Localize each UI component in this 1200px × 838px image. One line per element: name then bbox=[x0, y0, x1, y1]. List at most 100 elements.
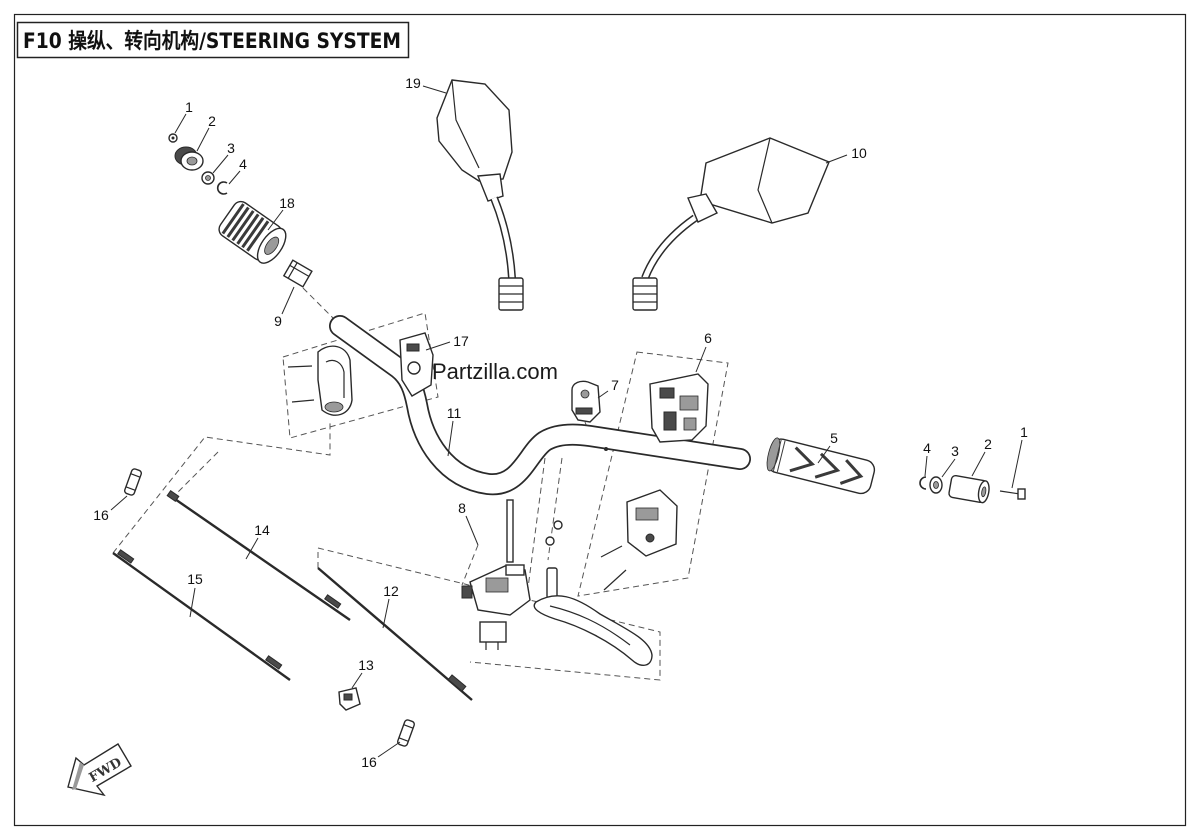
callout-2-right: 2 bbox=[984, 436, 992, 452]
part-8-lever-assembly bbox=[461, 499, 653, 666]
left-switch-screw-a bbox=[287, 365, 313, 368]
callout-3-left: 3 bbox=[227, 140, 235, 156]
part-3-left-ring bbox=[201, 171, 215, 185]
part-19-left-mirror bbox=[436, 79, 524, 311]
right-switch-upper-housing bbox=[649, 373, 709, 443]
leader-2-left bbox=[196, 127, 210, 152]
handlebar-hole bbox=[604, 447, 608, 451]
right-switch-group-outline bbox=[577, 351, 729, 597]
lever-group-outline bbox=[317, 547, 661, 681]
title-box: F10 操纵、转向机构/STEERING SYSTEM bbox=[16, 21, 410, 59]
part-16-pin-top bbox=[124, 468, 142, 496]
leader-8 bbox=[465, 515, 479, 546]
callout-14: 14 bbox=[254, 522, 270, 538]
part-7-clamp bbox=[571, 380, 601, 423]
part-15-lower-cable bbox=[112, 549, 291, 681]
callout-16-top: 16 bbox=[93, 507, 109, 523]
leader-3-left bbox=[212, 154, 229, 174]
leader-16-bottom bbox=[377, 741, 401, 758]
part-12-middle-cable bbox=[317, 567, 473, 701]
part-17-left-switch-group bbox=[287, 332, 434, 416]
leader-18 bbox=[267, 209, 284, 231]
leader-11 bbox=[447, 420, 454, 457]
cable-guide-upper bbox=[112, 420, 331, 554]
part-14-upper-cable bbox=[166, 489, 351, 621]
callout-2-left: 2 bbox=[208, 113, 216, 129]
part-2-right-bushing bbox=[948, 474, 990, 504]
leader-4-left bbox=[228, 170, 241, 185]
callout-1-right: 1 bbox=[1020, 424, 1028, 440]
leader-2-right bbox=[971, 451, 986, 477]
part-1-left-screw bbox=[168, 133, 178, 143]
callout-19: 19 bbox=[405, 75, 421, 91]
page-title: F10 操纵、转向机构/STEERING SYSTEM bbox=[23, 29, 401, 53]
callout-13: 13 bbox=[358, 657, 374, 673]
right-switch-lower-housing bbox=[626, 489, 678, 557]
callout-4-right: 4 bbox=[923, 440, 931, 456]
lever-pivot bbox=[546, 567, 558, 599]
part-16-pin-bottom bbox=[397, 719, 415, 747]
leader-1-left bbox=[174, 113, 187, 134]
leader-6 bbox=[695, 346, 707, 373]
callout-10: 10 bbox=[851, 145, 867, 161]
leader-3-right bbox=[941, 458, 956, 478]
callout-1-left: 1 bbox=[185, 99, 193, 115]
callout-5: 5 bbox=[830, 430, 838, 446]
leader-1-right bbox=[1011, 439, 1023, 489]
left-switch-screw-b bbox=[291, 399, 315, 403]
lever-guide-c bbox=[461, 544, 479, 586]
watermark: Partzilla.com bbox=[432, 359, 558, 384]
callout-17: 17 bbox=[453, 333, 469, 349]
callout-16-bottom: 16 bbox=[361, 754, 377, 770]
lever-guide-a bbox=[527, 457, 546, 589]
right-switch-screw-a bbox=[600, 545, 623, 558]
leader-15 bbox=[189, 587, 196, 618]
leader-9 bbox=[281, 286, 295, 315]
callout-6: 6 bbox=[704, 330, 712, 346]
leader-19 bbox=[422, 85, 447, 94]
leader-16-top bbox=[110, 495, 128, 511]
title-border bbox=[16, 21, 410, 59]
brake-lever bbox=[533, 595, 653, 666]
leader-7 bbox=[597, 390, 609, 399]
assembly-guide-lines bbox=[112, 287, 729, 681]
lever-bolt bbox=[506, 499, 514, 563]
callout-11: 11 bbox=[447, 405, 462, 421]
callout-4-left: 4 bbox=[239, 156, 247, 172]
callout-9: 9 bbox=[274, 313, 282, 329]
part-1-right-screw bbox=[999, 488, 1026, 500]
part-10-right-mirror bbox=[632, 137, 830, 311]
lever-switch bbox=[479, 621, 507, 643]
part-5-right-grip bbox=[766, 437, 876, 495]
leader-12 bbox=[382, 598, 390, 629]
part-2-left-bushing bbox=[174, 146, 204, 171]
callout-3-right: 3 bbox=[951, 443, 959, 459]
callout-8: 8 bbox=[458, 500, 466, 516]
callout-15: 15 bbox=[187, 571, 203, 587]
diagram-frame bbox=[13, 13, 1187, 827]
leader-14 bbox=[245, 537, 259, 560]
right-switch-screw-b bbox=[603, 569, 627, 591]
throttle-axis-line bbox=[302, 287, 334, 319]
leader-10 bbox=[825, 154, 848, 164]
part-3-right-ring bbox=[929, 476, 943, 494]
part-4-right-clip bbox=[919, 476, 927, 490]
part-9-throttle-block bbox=[282, 259, 313, 288]
fwd-arrow-icon: FWD bbox=[67, 743, 132, 797]
callout-18: 18 bbox=[279, 195, 295, 211]
callout-12: 12 bbox=[383, 583, 399, 599]
part-13-connector bbox=[338, 687, 361, 711]
callout-7: 7 bbox=[611, 377, 619, 393]
part-6-right-switch-group bbox=[600, 373, 709, 591]
part-4-left-clip bbox=[216, 181, 228, 195]
part-18-throttle-grip bbox=[218, 200, 287, 264]
left-switch-group-outline bbox=[282, 312, 439, 439]
leader-lines bbox=[110, 85, 1023, 758]
leader-4-right bbox=[924, 455, 928, 477]
leader-5 bbox=[817, 445, 831, 464]
cable-guide-inner bbox=[172, 451, 219, 498]
leader-13 bbox=[351, 672, 363, 689]
callouts: 1 2 3 4 18 9 17 19 10 6 7 11 5 4 3 2 1 1… bbox=[93, 75, 1028, 770]
leader-17 bbox=[425, 341, 451, 351]
